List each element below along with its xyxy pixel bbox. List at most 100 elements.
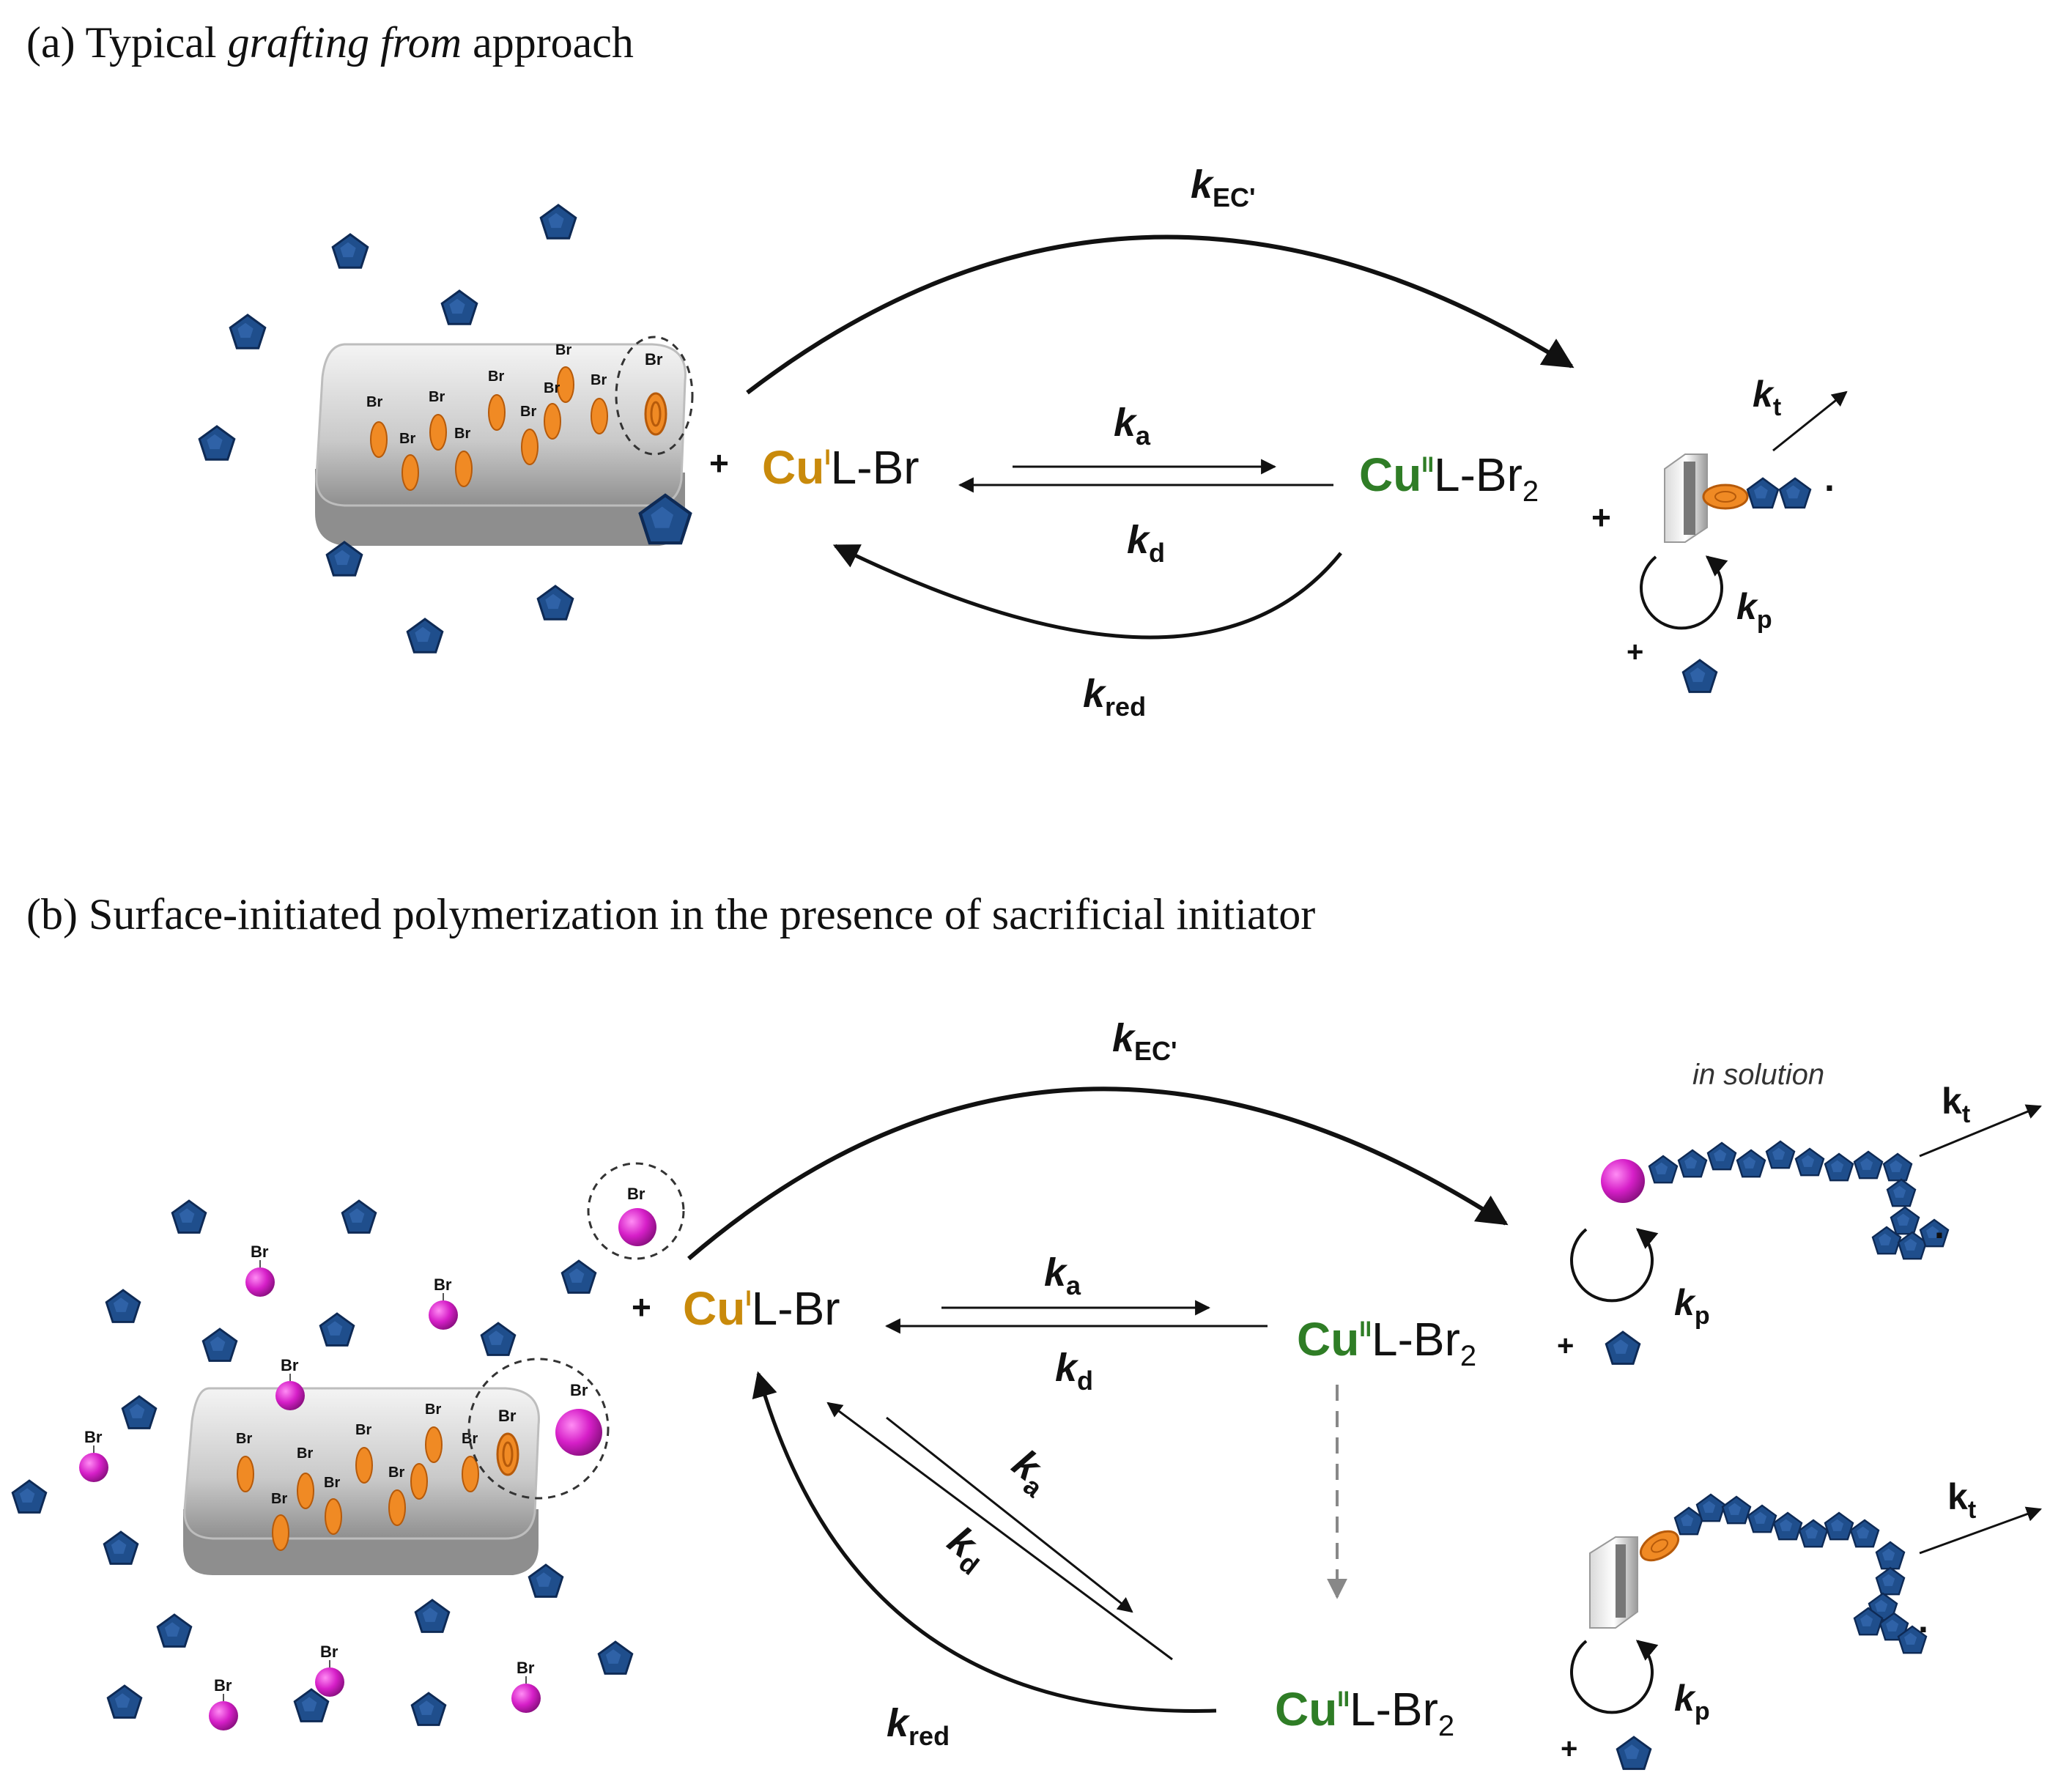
- svg-text:Br: Br: [429, 389, 445, 405]
- monomer-icon: [1778, 477, 1812, 509]
- svg-text:Br: Br: [570, 1381, 588, 1399]
- monomer-icon: [103, 1530, 139, 1565]
- cu-ii-species: CuIIL-Br2: [1359, 448, 1539, 508]
- svg-text:Br: Br: [434, 1275, 452, 1294]
- plus-sign: +: [1561, 1733, 1577, 1765]
- monomer-icon: [480, 1322, 517, 1356]
- monomer-icon: [1706, 1141, 1737, 1171]
- sacrificial-initiator-icon: Br: [79, 1428, 108, 1482]
- k-t-label: kt: [1942, 1081, 1970, 1128]
- plus-sign: +: [1627, 636, 1643, 668]
- k-p-cycle-arrow: [1570, 1228, 1659, 1303]
- monomer-icon: [1875, 1566, 1906, 1596]
- svg-text:Br: Br: [271, 1491, 287, 1507]
- surface-chain-monomers: [1673, 1493, 1928, 1654]
- monomer-icon: [1849, 1519, 1880, 1548]
- svg-text:Br: Br: [425, 1402, 441, 1418]
- monomer-icon: [198, 425, 236, 461]
- k-ec-arrow: [746, 234, 1575, 395]
- monomer-icon: [1677, 1149, 1708, 1178]
- monomer-icon: [319, 1312, 355, 1347]
- monomer-icon: [229, 314, 267, 349]
- svg-text:Br: Br: [645, 350, 663, 369]
- monomer-icon: [539, 204, 577, 240]
- svg-text:Br: Br: [214, 1676, 232, 1695]
- in-solution-label: in solution: [1692, 1059, 1824, 1091]
- k-d-label: kd: [1127, 518, 1165, 568]
- radical-dot: .: [1918, 1599, 1928, 1640]
- monomer-icon: [156, 1613, 193, 1648]
- monomer-icon: [341, 1199, 377, 1234]
- monomer-icon: [1605, 1330, 1641, 1365]
- cu-ii-species-top: CuIIL-Br2: [1297, 1313, 1476, 1372]
- highlight-circle: [467, 1358, 610, 1500]
- svg-text:Br: Br: [399, 431, 415, 447]
- svg-text:Br: Br: [627, 1185, 645, 1203]
- monomer-icon: [331, 233, 369, 269]
- svg-text:Br: Br: [236, 1431, 252, 1447]
- sacrificial-initiator-icon: Br: [209, 1676, 238, 1730]
- k-ec-label: kEC': [1112, 1016, 1177, 1066]
- panel-b: (b) Surface-initiated polymerization in …: [11, 890, 2042, 1770]
- monomer-icon: [325, 541, 363, 577]
- k-t-label: kt: [1753, 374, 1781, 421]
- monomer-icon: [406, 618, 444, 654]
- k-p-cycle-arrow: [1640, 555, 1728, 630]
- growing-chain-surface: [1664, 453, 1749, 543]
- k-ec-label: kEC': [1191, 163, 1256, 212]
- monomer-icon: [1882, 1152, 1913, 1182]
- k-ec-arrow: [687, 1086, 1509, 1261]
- k-p-label: kp: [1736, 586, 1772, 634]
- monomer-icon: [1824, 1511, 1854, 1541]
- radical-dot: .: [1934, 1205, 1945, 1246]
- k-red-label: kred: [887, 1701, 950, 1751]
- svg-text:Br: Br: [281, 1356, 299, 1374]
- sacrificial-initiator-icon: Br: [429, 1275, 458, 1330]
- k-p-cycle-arrow: [1570, 1640, 1659, 1714]
- monomer-icon: [1897, 1625, 1928, 1654]
- surface-initiators: Br Br Br Br Br Br Br Br Br Br: [236, 1358, 610, 1551]
- panel-b-title: (b) Surface-initiated polymerization in …: [26, 890, 1315, 938]
- cu-i-species: CuIL-Br: [683, 1282, 840, 1335]
- monomer-icon: [121, 1395, 158, 1429]
- monomers-a: [198, 204, 1812, 693]
- monomer-icon: [1794, 1147, 1825, 1177]
- svg-text:Br: Br: [462, 1431, 478, 1447]
- sacrificial-initiator-icon: Br: [275, 1356, 305, 1410]
- k-a-label: ka: [1114, 401, 1151, 451]
- svg-text:Br: Br: [324, 1475, 340, 1491]
- monomer-icon: [1673, 1506, 1704, 1536]
- monomer-icon: [1772, 1511, 1803, 1541]
- radical-dot: .: [1824, 458, 1835, 499]
- monomer-icon: [1871, 1226, 1902, 1255]
- monomer-icon: [105, 1289, 141, 1323]
- free-sacrificial-initiator: Br: [587, 1162, 685, 1260]
- sacrificial-chain-end: [1601, 1159, 1645, 1203]
- monomer-icon: [1648, 1155, 1679, 1184]
- monomer-icon: [1695, 1493, 1726, 1522]
- k-red-arrow: [832, 544, 1342, 640]
- k-p-label: kp: [1674, 1282, 1710, 1330]
- monomer-icon: [1890, 1206, 1920, 1235]
- monomer-icon: [1746, 477, 1780, 509]
- svg-text:Br: Br: [251, 1243, 269, 1261]
- monomer-icon: [1919, 1218, 1950, 1248]
- monomer-icon: [560, 1259, 597, 1294]
- monomer-icon: [536, 585, 574, 621]
- k-red-arrow: [752, 1371, 1217, 1713]
- monomer-icon: [410, 1692, 447, 1726]
- monomer-icon: [1721, 1495, 1752, 1525]
- panel-a: (a) Typical grafting from approach Br Br…: [26, 18, 1848, 722]
- svg-text:Br: Br: [355, 1422, 371, 1438]
- monomer-icon: [1681, 659, 1718, 693]
- monomer-icon: [11, 1479, 48, 1514]
- diag-activation-arrow: [886, 1416, 1133, 1613]
- plus-sign: +: [709, 444, 729, 482]
- diag-deactivation-arrow: [826, 1402, 1173, 1661]
- k-t-arrow: [1919, 1104, 2042, 1158]
- plus-sign: +: [1557, 1330, 1574, 1362]
- monomer-icon: [440, 289, 478, 325]
- monomer-icon: [201, 1328, 238, 1362]
- monomer-icon: [1747, 1504, 1777, 1533]
- monomer-icon: [1765, 1140, 1796, 1169]
